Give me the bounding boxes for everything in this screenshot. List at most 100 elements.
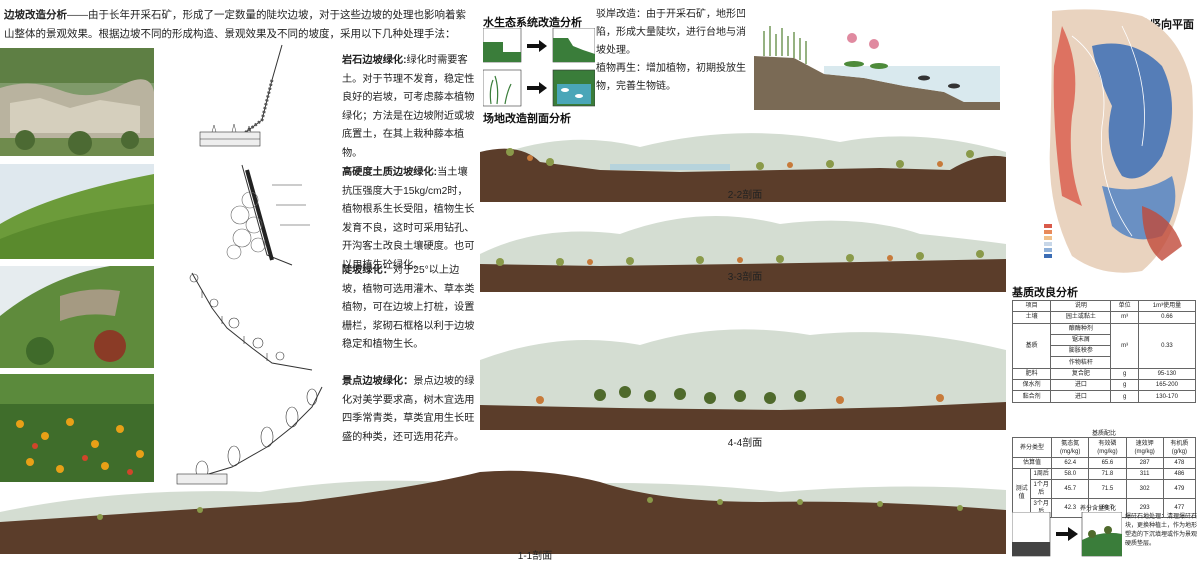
table-row: 3个月后 42.3 69.7 293 477 [1013, 498, 1197, 518]
soil-cell: 0.66 [1137, 311, 1197, 324]
method-hard-soil: 高硬度土质边坡绿化:当土壤抗压强度大于15kg/cm2时，植物根系生长受阻，植物… [342, 164, 477, 275]
water-bank-text: 驳岸改造：由于开采石矿，地形凹陷，形成大量陡坎，进行台地与消坡处理。 [596, 9, 746, 56]
nutrient-cell: 479 [1162, 479, 1197, 499]
water-section-diagram [754, 16, 1000, 110]
nutrient-cell: 测试值 [1011, 468, 1032, 518]
scenic-slope-sketch [172, 382, 337, 486]
water-process-diagram [482, 27, 596, 108]
scenic-slope-photo [0, 374, 154, 482]
method-scenic-text: 景点边坡的绿化对美学要求高，树木宜选用四季常青类，草类宜用生长旺盛的种类，还可选… [342, 376, 475, 443]
soil-cell: m³ [1110, 311, 1139, 324]
profile-3-3-label: 3-3剖面 [727, 272, 763, 283]
nutrient-cell: 293 [1125, 498, 1164, 518]
soil-cell: 复合肥 [1050, 367, 1112, 381]
profile-2-2-drawing [480, 122, 1006, 202]
table-row: 黏合剂 进口 g 130-170 [1011, 390, 1197, 403]
soil-cell: 0.33 [1137, 322, 1197, 369]
soil-cell: 95-130 [1137, 367, 1197, 381]
soil-header-cell: 说明 [1050, 299, 1112, 313]
rock-slope-photo [0, 48, 154, 156]
profile-4-4-label: 4-4剖面 [727, 438, 763, 449]
nutrient-cell: 1周后 [1030, 468, 1053, 480]
soil-cell: 130-170 [1137, 390, 1197, 403]
soil-cell: 基质 [1011, 322, 1052, 369]
nutrient-cell: 42.3 [1051, 498, 1090, 518]
method-hard-head: 高硬度土质边坡绿化: [342, 167, 438, 178]
profile-4-4-drawing [480, 320, 1006, 430]
nutrient-cell: 45.7 [1051, 479, 1090, 499]
soil-cell: g [1110, 379, 1139, 392]
nutrient-header-cell: 速效钾(mg/kg) [1125, 437, 1164, 458]
nutrient-cell: 58.0 [1051, 468, 1090, 480]
table-row: 测试值 1周后 58.0 71.8 311 486 [1011, 468, 1197, 518]
nutrient-cell: 71.5 [1088, 479, 1127, 499]
nutrient-change-text: 爆矸石地处理：清理爆矸石块，更换种植土，作为地形塑造的下沉填埋或作为景观硬质垫层… [1125, 514, 1198, 547]
method-rock-head: 岩石边坡绿化: [342, 55, 407, 66]
profile-1-1-drawing [0, 462, 1006, 554]
method-rock-slope: 岩石边坡绿化:绿化时需要客土。对于节理不发育，稳定性良好的岩坡，可考虑藤本植物绿… [342, 52, 477, 163]
nutrient-cell: 477 [1162, 498, 1197, 518]
method-steep-slope: 陡坡绿化：对于25°以上边坡，植物可选用灌木、草本类植物，可在边坡上打桩，设置栅… [342, 262, 477, 355]
nutrient-header-cell: 养分类型 [1011, 437, 1053, 458]
soil-header-cell: 1m³使用量 [1137, 299, 1197, 313]
soil-header-cell: 单位 [1110, 299, 1139, 313]
soil-cell: m³ [1110, 322, 1139, 369]
nutrient-table: 养分类型 氨态氮(mg/kg) 有效磷(mg/kg) 速效钾(mg/kg) 有机… [1011, 437, 1197, 518]
soil-cell: 作物秸秆 [1050, 356, 1112, 369]
nutrient-title: 基质配比 [1091, 431, 1116, 437]
water-title: 水生态系统改造分析 [483, 17, 582, 29]
steep-slope-sketch [172, 268, 337, 376]
soil-cell: 进口 [1050, 379, 1112, 392]
intro-title: 边坡改造分析 [4, 9, 67, 21]
nutrient-cell: 1个月后 [1030, 479, 1053, 499]
nutrient-cell: 62.4 [1051, 457, 1090, 469]
soil-cell: 土壤 [1011, 311, 1052, 324]
soil-table: 项目 说明 单位 1m³使用量 土壤 园土或黏土 m³ 0.66 基质 酿酶种剂… [1011, 299, 1197, 403]
soil-cell: 保水剂 [1011, 379, 1052, 392]
steep-slope-photo [0, 266, 154, 368]
nutrient-cell: 71.8 [1088, 468, 1127, 480]
profile-2-2-label: 2-2剖面 [727, 190, 763, 201]
method-steep-head: 陡坡绿化： [342, 265, 393, 276]
nutrient-cell: 311 [1125, 468, 1164, 480]
method-steep-text: 对于25°以上边坡，植物可选用灌木、草本类植物，可在边坡上打桩，设置栅栏，浆砌石… [342, 265, 475, 350]
profile-1-1-label: 1-1剖面 [517, 551, 553, 562]
rock-slope-sketch [172, 40, 337, 150]
soil-cell: 黏合剂 [1011, 390, 1052, 403]
soil-change-diagram [1011, 511, 1123, 558]
intro-paragraph: 边坡改造分析——由于长年开采石矿，形成了一定数量的陡坎边坡，对于这些边坡的处理也… [4, 6, 474, 44]
nutrient-cell: 65.6 [1088, 457, 1127, 469]
nutrient-cell: 估算值 [1011, 457, 1053, 469]
table-row: 1个月后 45.7 71.5 302 479 [1013, 479, 1197, 499]
site-title: 场地改造剖面分析 [483, 113, 571, 125]
soil-header-cell: 项目 [1011, 299, 1052, 313]
soil-cell: 肥料 [1011, 367, 1052, 381]
soil-header-row: 项目 说明 单位 1m³使用量 [1011, 299, 1197, 313]
intro-text: ——由于长年开采石矿，形成了一定数量的陡坎边坡，对于这些边坡的处理也影响着紫山整… [4, 9, 466, 40]
vertical-plan-map [1042, 6, 1196, 278]
soil-cell: 酿酶种剂 [1050, 322, 1112, 335]
table-row: 土壤 园土或黏土 m³ 0.66 [1011, 311, 1197, 324]
soil-cell: 膨胀秧参 [1050, 345, 1112, 358]
profile-3-3-drawing [480, 204, 1006, 292]
nutrient-cell: 287 [1125, 457, 1164, 469]
method-hard-text: 当土壤抗压强度大于15kg/cm2时，植物根系生长受阻，植物生长发育不良，这时可… [342, 167, 475, 271]
method-scenic-head: 景点边坡绿化： [342, 376, 414, 387]
soil-cell: g [1110, 367, 1139, 381]
hard-soil-slope-sketch [172, 160, 337, 270]
nutrient-cell: 302 [1125, 479, 1164, 499]
nutrient-header-cell: 氨态氮(mg/kg) [1051, 437, 1090, 458]
method-rock-text: 绿化时需要客土。对于节理不发育，稳定性良好的岩坡，可考虑藤本植物绿化；方法是在边… [342, 55, 475, 159]
soil-title: 基质改良分析 [1012, 287, 1078, 299]
nutrient-cell: 486 [1162, 468, 1197, 480]
table-row: 保水剂 进口 g 165-200 [1011, 379, 1197, 392]
water-text-block: 驳岸改造：由于开采石矿，地形凹陷，形成大量陡坎，进行台地与消坡处理。 植物再生：… [596, 6, 754, 96]
table-row: 估算值 62.4 65.6 287 478 [1011, 457, 1197, 469]
grass-slope-photo [0, 164, 154, 259]
nutrient-change-title: 养分含量变化 [1080, 506, 1117, 512]
nutrient-cell: 478 [1162, 457, 1197, 469]
soil-cell: 园土或黏土 [1050, 311, 1112, 324]
table-row: 基质 酿酶种剂 m³ 0.33 [1011, 322, 1197, 369]
soil-cell: 165-200 [1137, 379, 1197, 392]
soil-cell: 锯末屑 [1050, 333, 1112, 347]
